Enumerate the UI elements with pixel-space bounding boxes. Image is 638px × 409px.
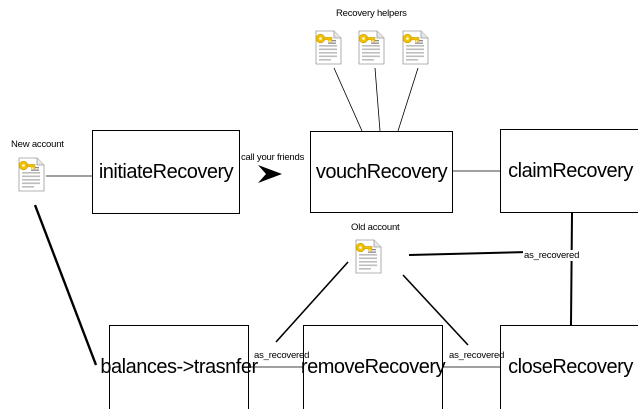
as-recovered-label-remove: as_recovered	[449, 350, 505, 361]
vouch-recovery-box: vouchRecovery	[310, 131, 453, 213]
new-account-label: New account	[11, 139, 64, 150]
helper-3-account-document-icon	[402, 30, 429, 65]
helper-line-2	[374, 67, 381, 132]
call-friends-label: call your friends	[241, 152, 305, 163]
recovery-helpers-title: Recovery helpers	[336, 8, 407, 19]
as-recovered-label-balances: as_recovered	[254, 350, 310, 361]
helper-line-3	[397, 67, 419, 132]
close-recovery-box: closeRecovery	[500, 325, 638, 409]
new-balances-line	[33, 204, 98, 366]
old-close-line	[402, 274, 469, 346]
new-account-document-icon	[18, 157, 45, 192]
as-recovered-label-claim: as_recovered	[523, 250, 581, 261]
helper-2-account-document-icon	[358, 30, 385, 65]
helper-line-1	[333, 67, 363, 132]
helper-1-account-document-icon	[315, 30, 342, 65]
old-account-label: Old account	[351, 222, 400, 233]
connectors	[33, 67, 573, 368]
remove-recovery-box: removeRecovery	[301, 325, 446, 409]
old-account-document-icon	[355, 239, 382, 274]
initiate-recovery-box: initiateRecovery	[92, 130, 240, 214]
arrow-right-icon	[258, 165, 282, 183]
balances-transfer-box: balances->trasnfer	[100, 325, 258, 409]
old-balances-line	[275, 261, 349, 343]
claim-close-line	[570, 212, 573, 326]
claim-recovery-box: claimRecovery	[500, 129, 638, 213]
